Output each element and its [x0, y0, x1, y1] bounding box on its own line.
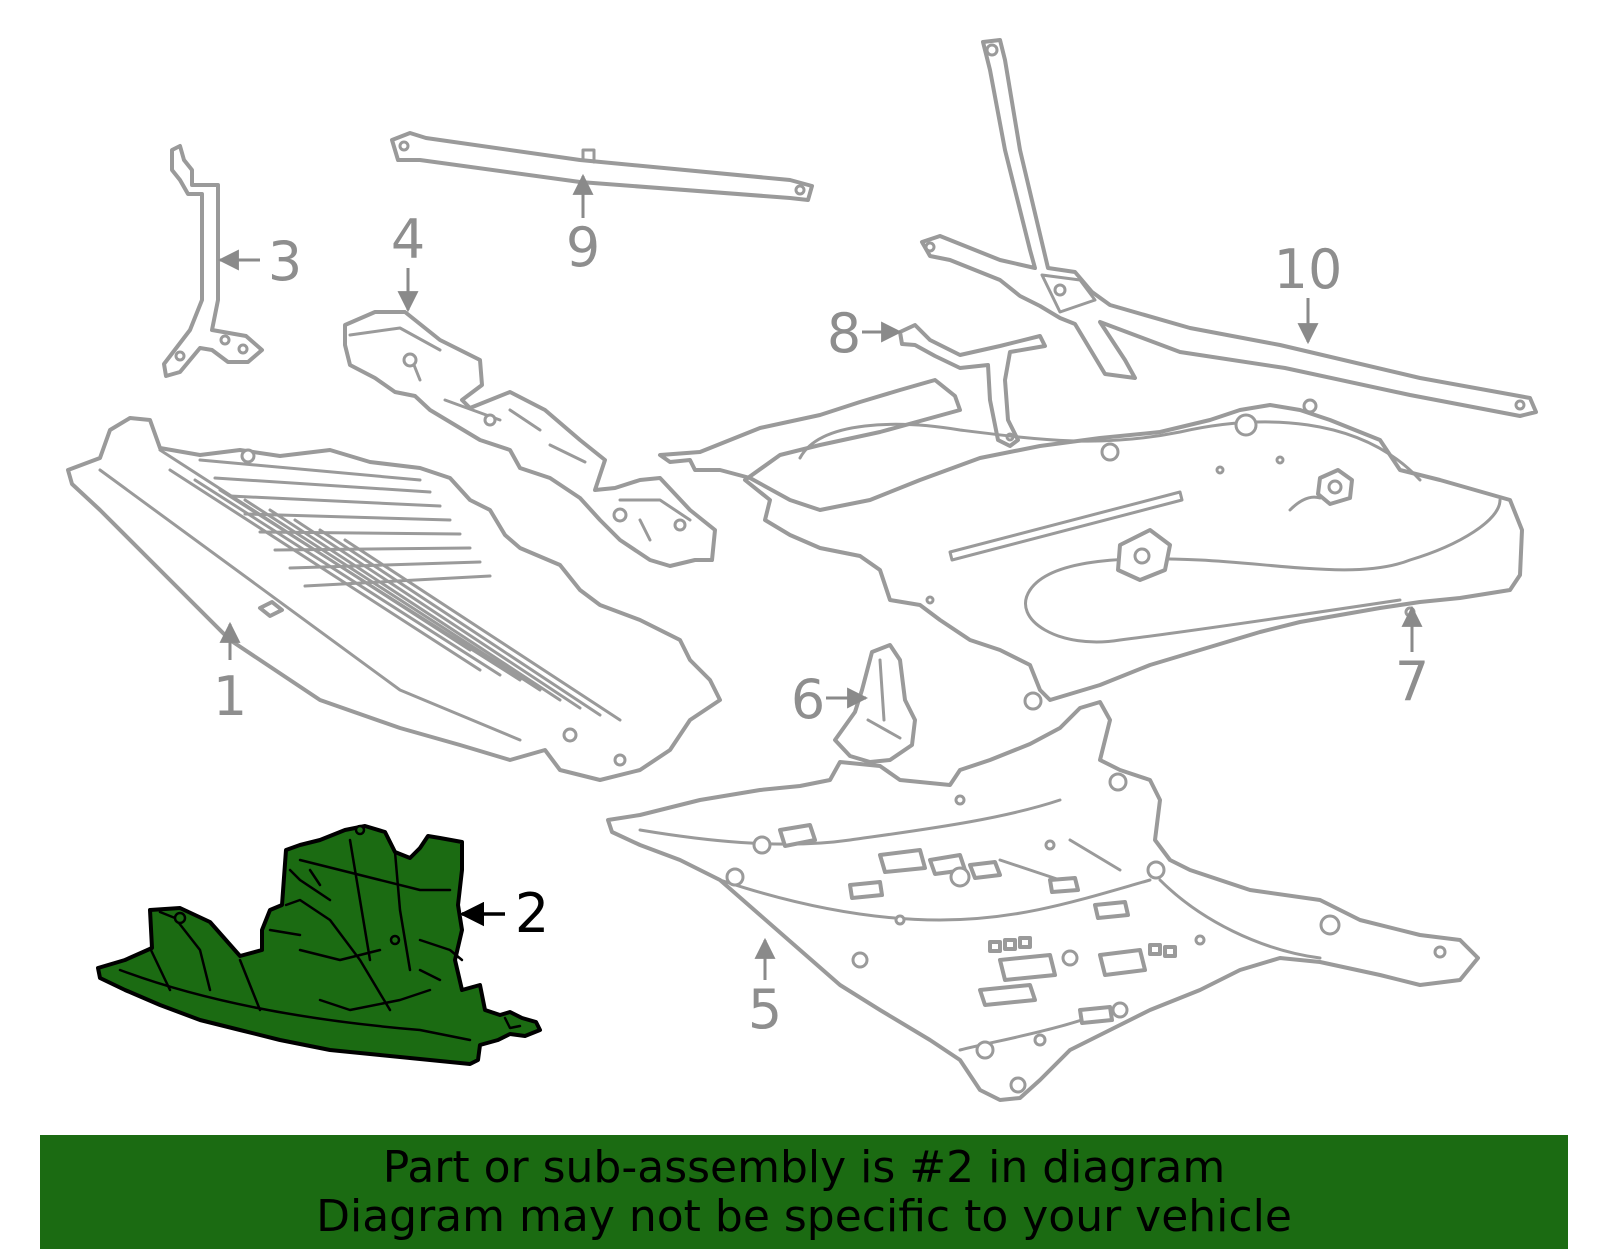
banner-line-1: Part or sub-assembly is #2 in diagram [382, 1142, 1226, 1193]
callout-6[interactable]: 6 [791, 668, 825, 731]
part-6-wedge[interactable] [833, 643, 917, 764]
callout-labels: 1 2 3 4 5 6 7 8 9 10 [213, 208, 1429, 1041]
part-7-rear-panel[interactable] [658, 378, 1524, 711]
part-4-support-bracket[interactable] [343, 310, 717, 568]
callout-4[interactable]: 4 [391, 208, 425, 271]
callout-1[interactable]: 1 [213, 665, 247, 728]
part-1-splash-shield[interactable] [66, 416, 722, 782]
info-banner: Part or sub-assembly is #2 in diagram Di… [40, 1135, 1568, 1249]
callout-10[interactable]: 10 [1274, 238, 1343, 301]
banner-line-2: Diagram may not be specific to your vehi… [316, 1191, 1292, 1242]
callout-8[interactable]: 8 [827, 302, 861, 365]
part-2-highlighted-shield[interactable] [96, 824, 542, 1066]
callout-2[interactable]: 2 [515, 882, 549, 945]
callout-9[interactable]: 9 [566, 216, 600, 279]
part-10-x-brace[interactable] [920, 38, 1538, 418]
leader-arrows [217, 173, 1423, 980]
part-3-bracket[interactable] [162, 144, 264, 378]
part-9-cross-bar[interactable] [390, 131, 814, 202]
part-5-subframe-shield[interactable] [606, 700, 1480, 1102]
callout-3[interactable]: 3 [268, 230, 302, 293]
callout-5[interactable]: 5 [748, 978, 782, 1041]
callout-7[interactable]: 7 [1395, 650, 1429, 713]
